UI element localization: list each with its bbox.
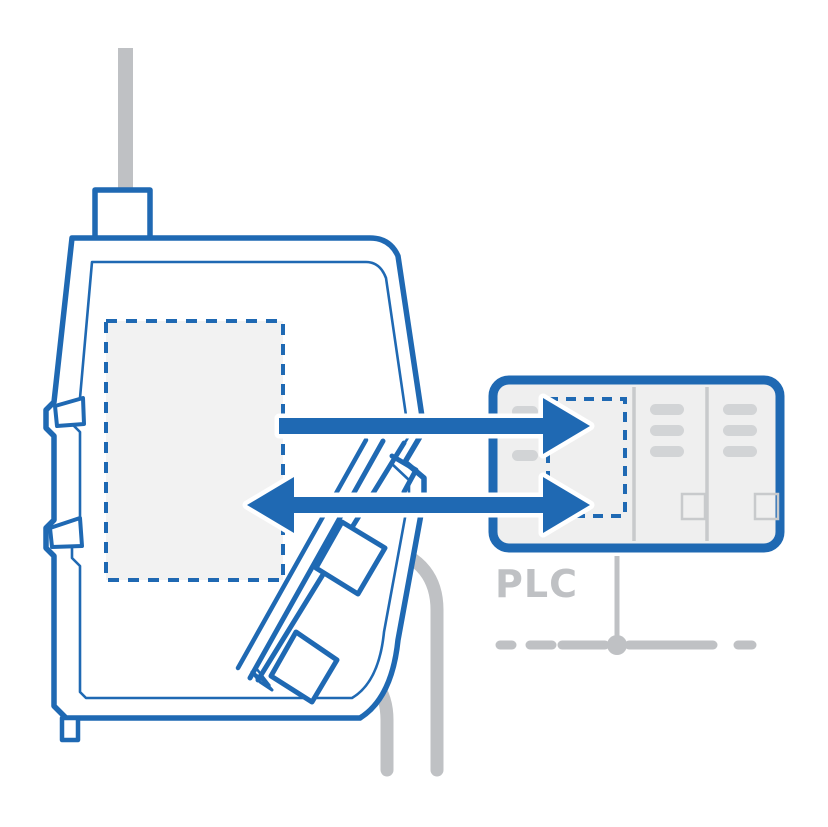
plc-module-2-terminal bbox=[753, 492, 780, 521]
terminal-rail-edge bbox=[235, 437, 369, 671]
antenna-rod bbox=[118, 48, 133, 193]
arrow-bidirectional-shape bbox=[242, 472, 595, 538]
plc-data-region bbox=[546, 397, 627, 518]
plug-connector-1 bbox=[313, 519, 388, 597]
plc-label: PLC bbox=[495, 562, 578, 606]
plc-module-1-bar-1 bbox=[650, 404, 684, 415]
terminal-clamp-bracket bbox=[389, 453, 419, 495]
plc-module-1-bar-2 bbox=[650, 425, 684, 436]
plc-module-1-bar-3 bbox=[650, 446, 684, 457]
plc-module-2-bar-2 bbox=[723, 425, 757, 436]
device-mounting-foot bbox=[59, 715, 81, 743]
plc-io-module-1 bbox=[650, 404, 707, 521]
antenna bbox=[118, 48, 133, 193]
arrow-device-to-plc bbox=[274, 393, 595, 459]
device-data-region bbox=[104, 319, 285, 582]
arrow-bidirectional bbox=[242, 472, 595, 538]
antenna-base-connector bbox=[92, 187, 153, 243]
plc-module-1-terminal bbox=[680, 492, 707, 521]
antenna-base-box bbox=[92, 187, 153, 243]
plc-bus-line bbox=[495, 556, 757, 655]
plug-connector-2 bbox=[268, 629, 340, 705]
terminal-latch-detail bbox=[250, 670, 274, 692]
plc-io-module-2 bbox=[723, 404, 780, 521]
device-data-region-box bbox=[104, 319, 285, 582]
din-rail-clip-upper bbox=[53, 396, 86, 428]
plc-module-2-bar-1 bbox=[723, 404, 757, 415]
plc-enclosure bbox=[488, 375, 785, 553]
arrow-device-to-plc-shape bbox=[274, 393, 595, 459]
din-rail-clip-lower bbox=[48, 516, 84, 549]
terminal-latch-line bbox=[254, 667, 272, 687]
angled-terminal-strip bbox=[235, 437, 419, 705]
plc-input-port-2 bbox=[512, 450, 538, 461]
plc-bus-junction-dot bbox=[607, 635, 627, 655]
terminal-rail-inner bbox=[247, 438, 386, 681]
plc-module-2-bar-3 bbox=[723, 446, 757, 457]
